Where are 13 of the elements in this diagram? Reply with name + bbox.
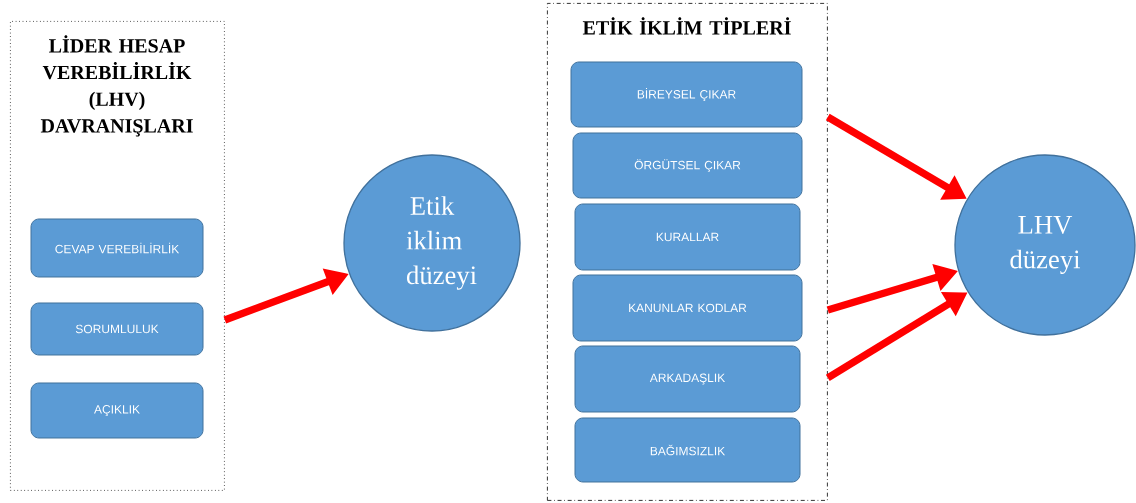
rounded-box: CEVAP VEREBİLİRLİK [30, 218, 204, 278]
circle-node: LHV düzeyi [954, 154, 1136, 336]
circle-node: Etik iklim düzeyi [343, 154, 521, 332]
rounded-box: BİREYSEL ÇIKAR [570, 61, 803, 128]
rounded-box: BAĞIMSIZLIK [574, 417, 801, 483]
group-heading: ETİK İKLİM TİPLERİ [582, 17, 791, 35]
rounded-box: ÖRGÜTSEL ÇIKAR [572, 132, 803, 199]
group-heading: LİDER HESAP VEREBİLİRLİK (LHV) DAVRANIŞLARI [40, 35, 193, 137]
rounded-box: AÇIKLIK [30, 382, 204, 439]
rounded-box: ARKADAŞLIK [574, 345, 801, 413]
rounded-box: KURALLAR [574, 203, 801, 271]
rounded-box: KANUNLAR KODLAR [572, 274, 803, 342]
rounded-box: SORUMLULUK [30, 302, 204, 356]
